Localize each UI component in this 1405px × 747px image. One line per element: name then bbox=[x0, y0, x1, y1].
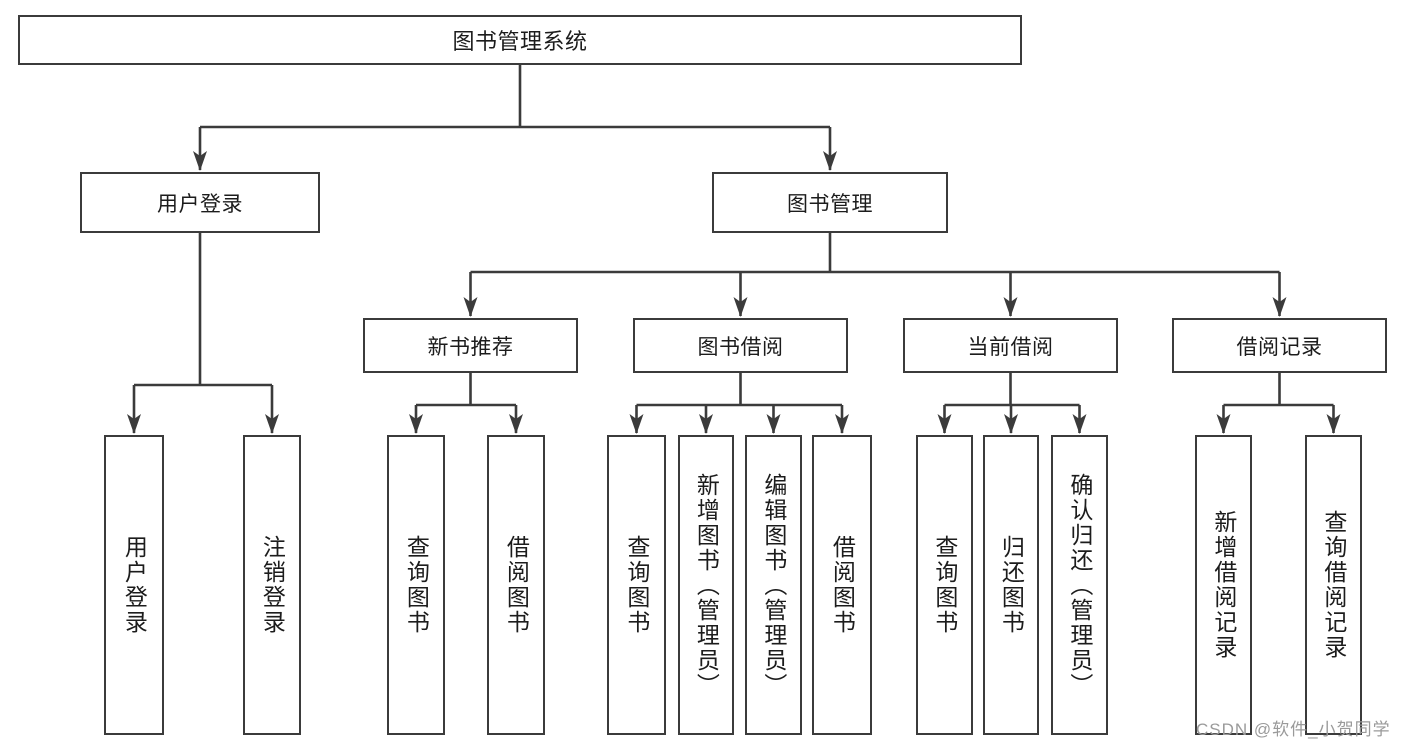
leaf-label: 编辑图书（管理员） bbox=[760, 472, 787, 698]
node-leaf-user-login[interactable]: 用户登录 bbox=[104, 435, 164, 735]
node-leaf-borrow-book[interactable]: 借阅图书 bbox=[812, 435, 872, 735]
node-new-book-recommend[interactable]: 新书推荐 bbox=[363, 318, 578, 373]
leaf-label: 查询图书 bbox=[403, 535, 430, 635]
leaf-label: 确认归还（管理员） bbox=[1066, 472, 1093, 698]
node-leaf-query-borrow-record[interactable]: 查询借阅记录 bbox=[1305, 435, 1362, 735]
leaf-label: 查询图书 bbox=[931, 535, 958, 635]
leaf-label: 注销登录 bbox=[259, 535, 286, 635]
leaf-label: 借阅图书 bbox=[829, 535, 856, 635]
node-book-borrow[interactable]: 图书借阅 bbox=[633, 318, 848, 373]
leaf-label: 新增图书（管理员） bbox=[693, 472, 720, 698]
node-leaf-logout[interactable]: 注销登录 bbox=[243, 435, 301, 735]
node-borrow-record[interactable]: 借阅记录 bbox=[1172, 318, 1387, 373]
node-leaf-return-book[interactable]: 归还图书 bbox=[983, 435, 1039, 735]
leaf-label: 用户登录 bbox=[121, 535, 148, 635]
node-root-system[interactable]: 图书管理系统 bbox=[18, 15, 1022, 65]
node-leaf-edit-book-admin[interactable]: 编辑图书（管理员） bbox=[745, 435, 802, 735]
node-leaf-query-book-borrow[interactable]: 查询图书 bbox=[607, 435, 666, 735]
leaf-label: 新增借阅记录 bbox=[1210, 510, 1237, 660]
node-leaf-add-borrow-record[interactable]: 新增借阅记录 bbox=[1195, 435, 1252, 735]
node-leaf-borrow-book-recommend[interactable]: 借阅图书 bbox=[487, 435, 545, 735]
node-user-login[interactable]: 用户登录 bbox=[80, 172, 320, 233]
node-current-borrow[interactable]: 当前借阅 bbox=[903, 318, 1118, 373]
node-leaf-confirm-return-admin[interactable]: 确认归还（管理员） bbox=[1051, 435, 1108, 735]
node-book-management[interactable]: 图书管理 bbox=[712, 172, 948, 233]
leaf-label: 查询借阅记录 bbox=[1320, 510, 1347, 660]
node-leaf-query-book-current[interactable]: 查询图书 bbox=[916, 435, 973, 735]
node-leaf-query-book-recommend[interactable]: 查询图书 bbox=[387, 435, 445, 735]
leaf-label: 查询图书 bbox=[623, 535, 650, 635]
leaf-label: 借阅图书 bbox=[503, 535, 530, 635]
node-leaf-add-book-admin[interactable]: 新增图书（管理员） bbox=[678, 435, 734, 735]
csdn-watermark: CSDN @软件_小贺同学 bbox=[1196, 720, 1391, 739]
leaf-label: 归还图书 bbox=[998, 535, 1025, 635]
